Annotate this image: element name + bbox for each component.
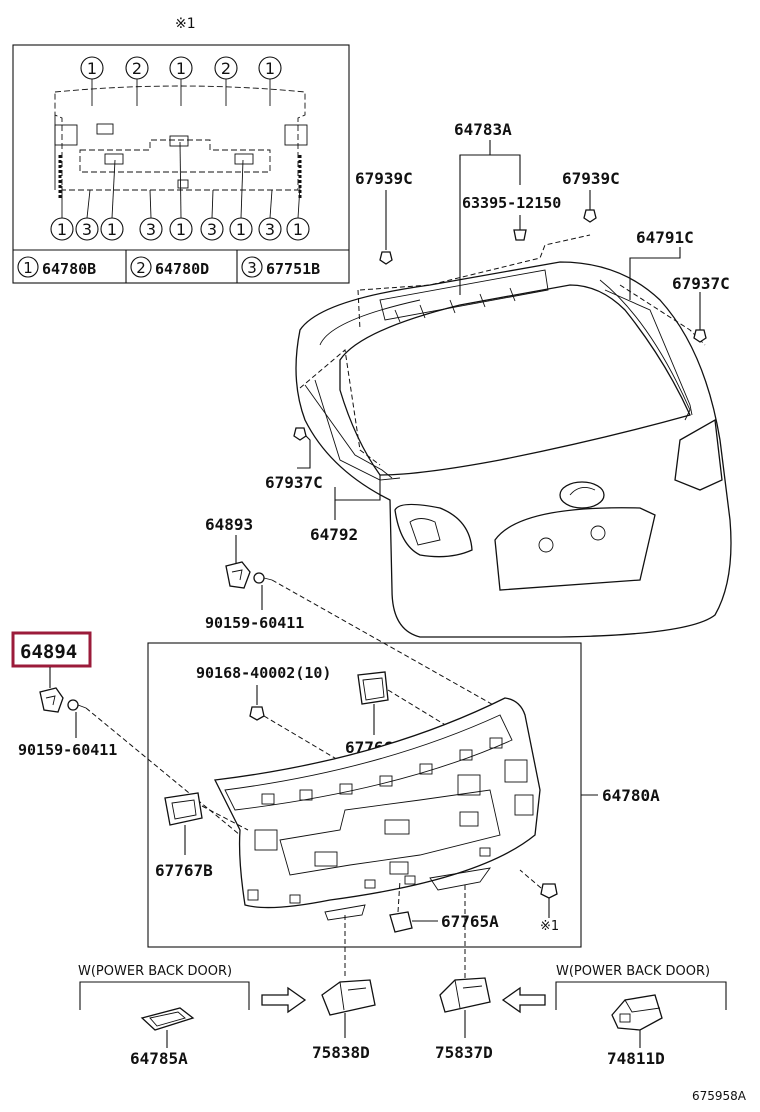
highlight-box-64894: [11, 631, 92, 668]
inset-frame: [12, 44, 350, 284]
label-63395-12150: 63395-12150: [462, 194, 561, 212]
note-power-back-door-left: W(POWER BACK DOOR): [78, 964, 232, 979]
inset-detail: ※1 1: [12, 16, 350, 284]
svg-text:2: 2: [132, 59, 142, 78]
label-67765A: 67765A: [441, 912, 499, 931]
svg-text:3: 3: [265, 220, 275, 239]
clip-icon: [540, 883, 558, 899]
clip-icon: [693, 329, 707, 343]
callout-circle: 1: [229, 159, 253, 241]
svg-text:1: 1: [293, 220, 303, 239]
svg-text:1: 1: [23, 259, 33, 277]
label-75837D: 75837D: [435, 1043, 493, 1062]
legend-item: 3 67751B: [241, 256, 320, 278]
inset-marker: ※1: [175, 16, 196, 32]
callout-circle: 1: [100, 159, 124, 241]
marker-ref: ※1: [540, 919, 559, 934]
callout-circle: 3: [139, 189, 163, 241]
upper-leaders: [297, 140, 701, 520]
svg-text:3: 3: [207, 220, 217, 239]
bracket-icon: [39, 687, 64, 713]
cover-icon: [164, 792, 203, 826]
label-64783A: 64783A: [454, 120, 512, 139]
bracket-icon: [225, 561, 251, 589]
callout-circle: 3: [75, 189, 99, 241]
legend-item: 1 64780B: [17, 256, 96, 278]
svg-text:1: 1: [57, 220, 67, 239]
arrow-right-icon: [261, 986, 307, 1014]
svg-text:67751B: 67751B: [266, 260, 320, 278]
svg-text:1: 1: [107, 220, 117, 239]
callout-circle: 1: [286, 185, 310, 241]
svg-text:64780B: 64780B: [42, 260, 96, 278]
svg-text:1: 1: [176, 59, 186, 78]
callout-circle: 1: [80, 56, 104, 106]
label-75838D: 75838D: [312, 1043, 370, 1062]
svg-text:2: 2: [136, 259, 146, 277]
clip-icon: [379, 251, 393, 265]
label-67937C-left: 67937C: [265, 473, 323, 492]
label-64894: 64894: [20, 641, 77, 663]
label-64780A: 64780A: [602, 786, 660, 805]
svg-text:3: 3: [247, 259, 257, 277]
svg-text:64780D: 64780D: [155, 260, 209, 278]
inset-bottom-callouts: 1 3 1 3 1 3 1 3 1: [50, 141, 310, 241]
screw-icon: [253, 572, 273, 584]
inset-top-callouts: 1 2 1 2 1: [80, 56, 282, 106]
callout-circle: 2: [214, 56, 238, 106]
callout-circle: 2: [125, 56, 149, 106]
grip-icon: [389, 911, 413, 933]
back-door-trim-board: [214, 697, 541, 921]
clip-icon: [293, 427, 307, 441]
switch-64785A: [140, 1007, 195, 1031]
svg-text:3: 3: [146, 220, 156, 239]
svg-text:2: 2: [221, 59, 231, 78]
label-67767B: 67767B: [155, 861, 213, 880]
callout-circle: 1: [169, 56, 193, 106]
svg-text:1: 1: [265, 59, 275, 78]
label-90159-60411-upper: 90159-60411: [205, 614, 304, 632]
label-64893: 64893: [205, 515, 253, 534]
callout-circle: 3: [200, 189, 224, 241]
note-power-back-door-right: W(POWER BACK DOOR): [556, 964, 710, 979]
cover-icon: [357, 671, 389, 705]
svg-text:1: 1: [176, 220, 186, 239]
switch-74811D: [611, 994, 663, 1031]
emblem-icon: [559, 481, 605, 509]
svg-text:1: 1: [87, 59, 97, 78]
label-90168-40002: 90168-40002(10): [196, 664, 331, 682]
back-door-panel: [295, 234, 732, 638]
label-67939C-left: 67939C: [355, 169, 413, 188]
label-67939C-right: 67939C: [562, 169, 620, 188]
label-64791C: 64791C: [636, 228, 694, 247]
screw-icon: [513, 229, 527, 241]
callout-circle: 1: [50, 186, 74, 241]
diagram-id: 675958A: [692, 1089, 747, 1103]
label-64792: 64792: [310, 525, 358, 544]
arrow-left-icon: [501, 986, 546, 1014]
label-74811D: 74811D: [607, 1049, 665, 1068]
callout-circle: 3: [258, 189, 282, 241]
screw-icon: [67, 699, 87, 711]
switch-75838D: [321, 979, 376, 1016]
legend-item: 2 64780D: [130, 256, 209, 278]
label-64785A: 64785A: [130, 1049, 188, 1068]
switch-75837D: [439, 977, 491, 1013]
inset-legend: 1 64780B 2 64780D 3 67751B: [17, 256, 320, 278]
label-67937C-right: 67937C: [672, 274, 730, 293]
label-90159-60411-lower: 90159-60411: [18, 741, 117, 759]
clip-icon: [249, 706, 265, 721]
clip-icon: [583, 209, 597, 223]
callout-circle: 1: [258, 56, 282, 106]
svg-text:1: 1: [236, 220, 246, 239]
callout-circle: 1: [169, 141, 193, 241]
svg-text:3: 3: [82, 220, 92, 239]
